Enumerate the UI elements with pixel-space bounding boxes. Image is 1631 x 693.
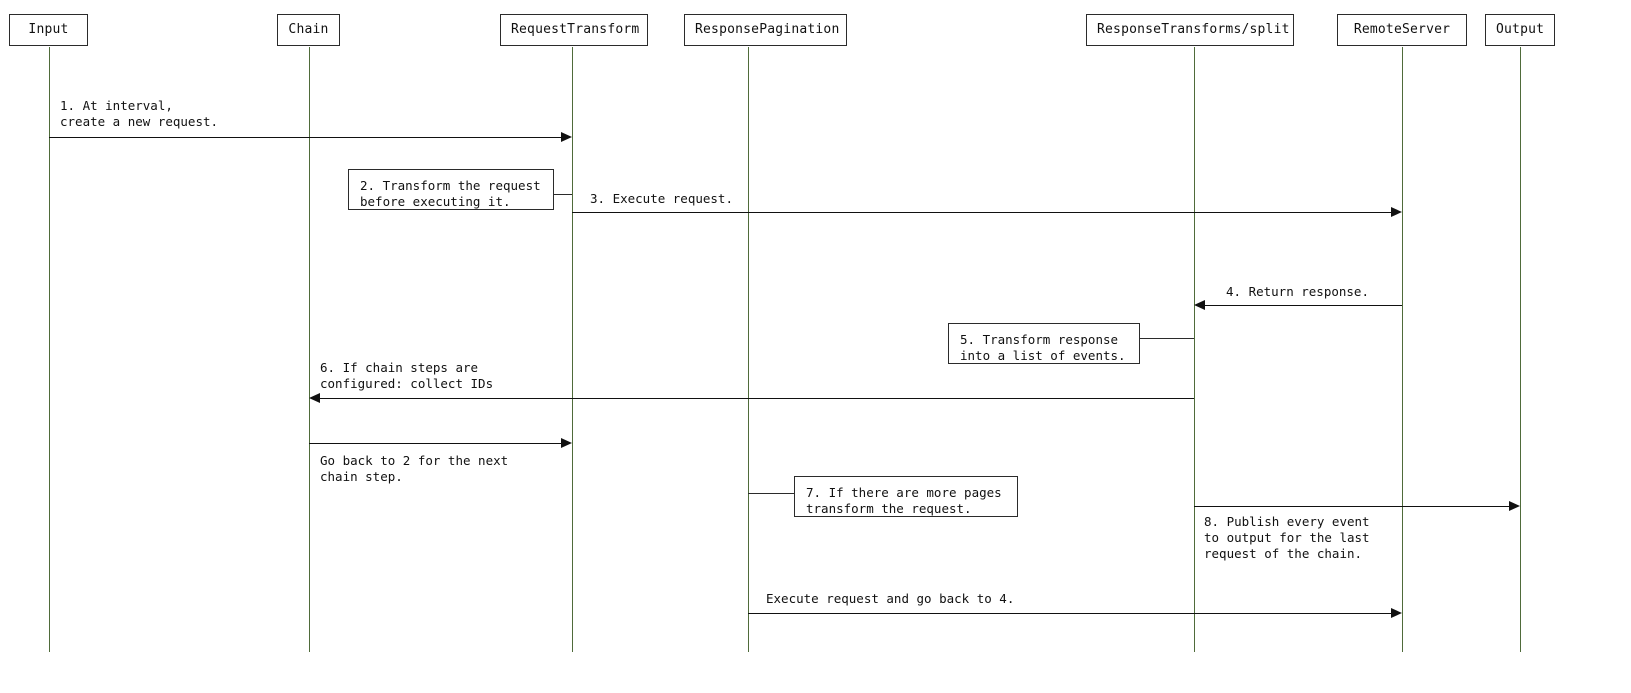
lifeline-remote-server xyxy=(1401,47,1403,652)
note-5-line2: into a list of events. xyxy=(960,348,1126,363)
participant-chain[interactable]: Chain xyxy=(277,14,340,46)
note-7: 7. If there are more pages transform the… xyxy=(794,476,1018,517)
message-3-label-line1: 3. Execute request. xyxy=(590,191,733,206)
message-8-label-line3: request of the chain. xyxy=(1204,546,1363,561)
message-1-arrowhead-icon xyxy=(561,132,572,142)
message-4-label-line1: 4. Return response. xyxy=(1226,284,1369,299)
participant-output[interactable]: Output xyxy=(1485,14,1555,46)
message-goback-2-label-line2: chain step. xyxy=(320,469,403,484)
note-7-line1: 7. If there are more pages xyxy=(806,485,1002,500)
message-3-line xyxy=(572,212,1391,213)
note-2-line2: before executing it. xyxy=(360,194,511,209)
note-5-line1: 5. Transform response xyxy=(960,332,1119,347)
message-goback-4-line xyxy=(748,613,1391,614)
message-1-line xyxy=(49,137,561,138)
note-5: 5. Transform response into a list of eve… xyxy=(948,323,1140,364)
message-8-label-line2: to output for the last xyxy=(1204,530,1370,545)
lifeline-request-transform xyxy=(571,47,573,652)
message-1-label-line1: 1. At interval, xyxy=(60,98,173,113)
lifeline-response-transforms xyxy=(1193,47,1195,652)
participant-request-transform[interactable]: RequestTransform xyxy=(500,14,648,46)
note-2: 2. Transform the request before executin… xyxy=(348,169,554,210)
message-8-arrowhead-icon xyxy=(1509,501,1520,511)
note-2-connector xyxy=(553,194,572,195)
message-goback-4-arrowhead-icon xyxy=(1391,608,1402,618)
lifeline-input xyxy=(48,47,50,652)
message-1-label-line2: create a new request. xyxy=(60,114,219,129)
message-3-arrowhead-icon xyxy=(1391,207,1402,217)
message-goback-2-label-line1: Go back to 2 for the next xyxy=(320,453,509,468)
participant-remote-server[interactable]: RemoteServer xyxy=(1337,14,1467,46)
lifeline-chain xyxy=(308,47,310,652)
message-6-arrowhead-icon xyxy=(309,393,320,403)
participant-response-transforms[interactable]: ResponseTransforms/split xyxy=(1086,14,1294,46)
note-7-line2: transform the request. xyxy=(806,501,972,516)
message-8-label-line1: 8. Publish every event xyxy=(1204,514,1370,529)
message-goback-2-arrowhead-icon xyxy=(561,438,572,448)
message-6-label-line1: 6. If chain steps are xyxy=(320,360,479,375)
message-4-arrowhead-icon xyxy=(1194,300,1205,310)
note-2-line1: 2. Transform the request xyxy=(360,178,541,193)
message-4-line xyxy=(1205,305,1402,306)
note-7-connector xyxy=(748,493,795,494)
message-goback-4-label-line1: Execute request and go back to 4. xyxy=(766,591,1015,606)
message-6-label-line2: configured: collect IDs xyxy=(320,376,494,391)
message-8-line xyxy=(1194,506,1510,507)
lifeline-output xyxy=(1519,47,1521,652)
note-5-connector xyxy=(1139,338,1194,339)
message-goback-2-line xyxy=(309,443,561,444)
lifeline-response-pagination xyxy=(747,47,749,652)
participant-input[interactable]: Input xyxy=(9,14,88,46)
message-6-line xyxy=(320,398,1194,399)
participant-response-pagination[interactable]: ResponsePagination xyxy=(684,14,847,46)
